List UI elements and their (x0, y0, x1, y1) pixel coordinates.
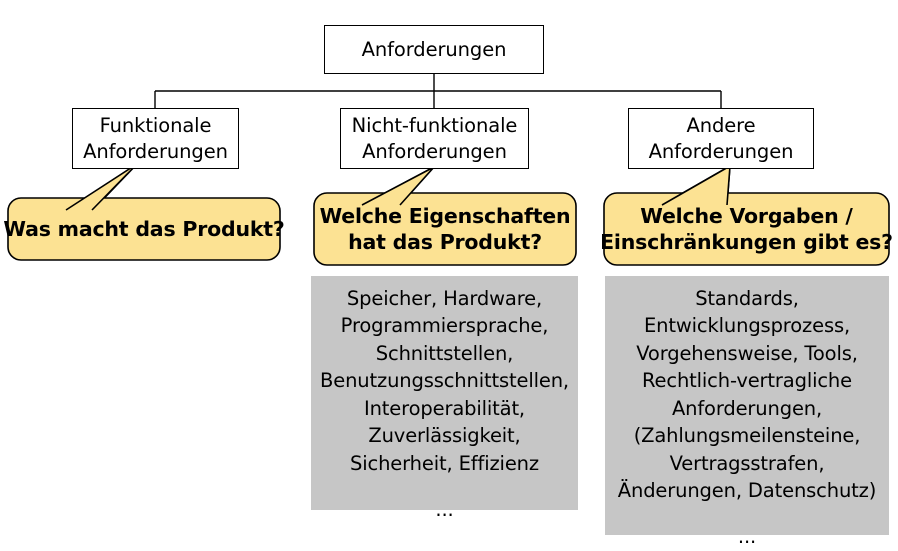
detail-andere-line-7: Änderungen, Datenschutz) (617, 479, 877, 503)
detail-nf-line-0: Speicher, Hardware, (346, 287, 543, 310)
detail-andere-line-1: Entwicklungsprozess, (643, 314, 851, 338)
detail-andere-line-5: (Zahlungsmeilensteine, (633, 424, 861, 448)
connector-lines (154, 74, 722, 108)
node-nicht-funktionale-anforderungen[interactable]: Nicht-funktionale Anforderungen (340, 108, 529, 169)
callout-funktionale-shape (7, 163, 281, 261)
node-andere-line-1: Anforderungen (648, 139, 794, 163)
callout-andere-bubble (603, 192, 890, 266)
node-andere-anforderungen[interactable]: Andere Anforderungen (628, 108, 814, 169)
detail-andere-line-6: Vertragsstrafen, (669, 451, 825, 475)
detail-andere-ellipsis: ... (737, 525, 757, 549)
callout-nicht-funktionale-line-1: hat das Produkt? (348, 230, 542, 254)
callout-funktionale-line-0: Was macht das Produkt? (3, 216, 285, 241)
callout-andere-text: Welche Vorgaben / Einschränkungen gibt e… (592, 203, 898, 255)
detail-nf-line-1: Programmiersprache, (340, 314, 549, 338)
callout-nicht-funktionale-text: Welche Eigenschaften hat das Produkt? (312, 203, 579, 255)
node-anforderungen-root[interactable]: Anforderungen (324, 25, 544, 74)
node-root-line-0: Anforderungen (361, 37, 507, 61)
node-funktionale-text: Funktionale Anforderungen (83, 113, 228, 164)
callout-funktionale-bubble (7, 197, 281, 261)
detail-nf-line-3: Benutzungsschnittstellen, (320, 369, 569, 393)
callout-funktionale-tail-edges (65, 163, 138, 211)
detail-andere-line-4: Anforderungen, (671, 396, 823, 420)
node-funktionale-line-0: Funktionale (99, 113, 212, 137)
node-root-text: Anforderungen (362, 37, 507, 63)
node-nicht-funktionale-line-0: Nicht-funktionale (351, 113, 518, 137)
callout-andere-line-1: Einschränkungen gibt es? (600, 230, 893, 254)
node-andere-text: Andere Anforderungen (649, 113, 794, 164)
node-andere-line-0: Andere (686, 113, 756, 137)
detail-box-andere: Standards, Entwicklungsprozess, Vorgehen… (605, 276, 889, 548)
callout-funktionale[interactable]: Was macht das Produkt? (3, 198, 284, 260)
detail-nf-line-5: Zuverlässigkeit, (368, 424, 521, 448)
detail-nf-ellipsis: ... (435, 497, 454, 521)
callout-andere-tail-edges (661, 165, 731, 206)
node-funktionale-anforderungen[interactable]: Funktionale Anforderungen (72, 108, 239, 169)
detail-andere-line-0: Standards, (695, 287, 799, 310)
callout-nicht-funktionale-shape (313, 166, 577, 266)
callout-nicht-funktionale-bubble (313, 192, 577, 266)
callout-andere-shape (603, 165, 890, 266)
detail-andere-line-3: Rechtlich-vertragliche (642, 369, 852, 393)
callout-andere-line-0: Welche Vorgaben / (640, 203, 853, 228)
callout-funktionale-text: Was macht das Produkt? (0, 216, 293, 242)
detail-andere-line-2: Vorgehensweise, Tools, (636, 341, 858, 365)
detail-box-nicht-funktionale: Speicher, Hardware, Programmiersprache, … (311, 276, 578, 521)
callout-nicht-funktionale-tail-edges (361, 166, 435, 206)
detail-nf-line-4: Interoperabilität, (364, 396, 525, 420)
detail-nf-line-2: Schnittstellen, (375, 341, 514, 365)
callout-andere[interactable]: Welche Vorgaben / Einschränkungen gibt e… (600, 193, 893, 265)
detail-nf-line-6: Sicherheit, Effizienz (350, 451, 539, 475)
callout-nicht-funktionale[interactable]: Welche Eigenschaften hat das Produkt? (314, 193, 576, 265)
node-nicht-funktionale-line-1: Anforderungen (362, 139, 507, 163)
node-funktionale-line-1: Anforderungen (83, 139, 228, 163)
node-nicht-funktionale-text: Nicht-funktionale Anforderungen (352, 113, 518, 164)
callout-nicht-funktionale-line-0: Welche Eigenschaften (319, 203, 571, 228)
